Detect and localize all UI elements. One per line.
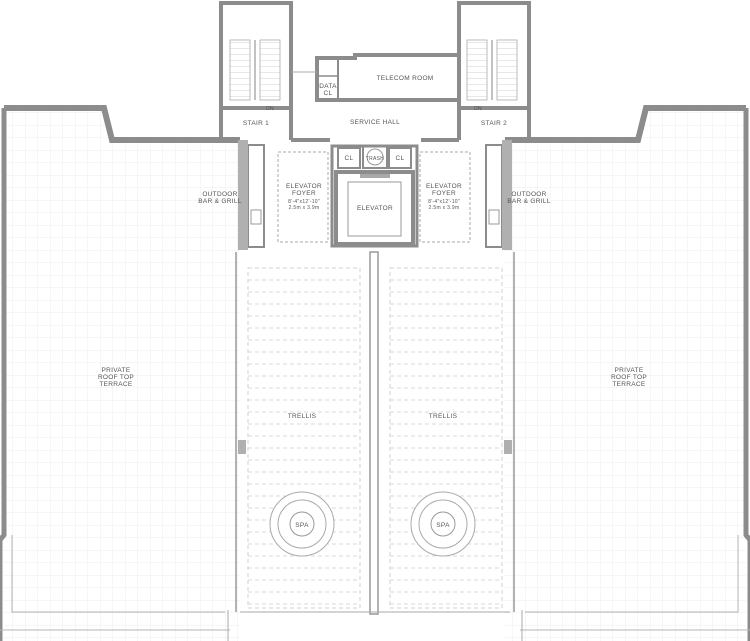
- label-dn-left: DN: [266, 106, 274, 112]
- central-divider: [235, 251, 515, 615]
- label-terrace-left-1: PRIVATE: [102, 367, 131, 374]
- label-terrace-left-2: ROOF TOP: [98, 374, 134, 381]
- terrace-left: [0, 105, 240, 641]
- label-stair-1: STAIR 1: [243, 120, 269, 127]
- label-bar-left-2: BAR & GRILL: [198, 198, 241, 205]
- outdoor-bar-left: [238, 140, 265, 250]
- label-foyer-left-dim-1: 8'-4"x12'-10": [288, 199, 320, 205]
- service-hall: [291, 71, 459, 142]
- label-bar-right-2: BAR & GRILL: [507, 198, 550, 205]
- outdoor-bar-right: [485, 140, 512, 250]
- elevator-foyer-left: [277, 151, 329, 243]
- label-trellis-left: TRELLIS: [288, 413, 317, 420]
- trellis-right: [389, 267, 503, 609]
- label-foyer-left-dim-2: 2.5m x 3.9m: [289, 205, 320, 211]
- label-stair-2: STAIR 2: [481, 120, 507, 127]
- label-data-cl-2: CL: [324, 90, 333, 97]
- spa-left: [269, 491, 335, 557]
- label-foyer-right-2: FOYER: [432, 190, 456, 197]
- label-trellis-right: TRELLIS: [429, 413, 458, 420]
- label-terrace-left-3: TERRACE: [99, 381, 133, 388]
- label-terrace-right-3: TERRACE: [612, 381, 646, 388]
- label-bar-right-1: OUTDOOR: [511, 191, 546, 198]
- elevator-core: [330, 144, 419, 248]
- label-foyer-left-2: FOYER: [292, 190, 316, 197]
- label-foyer-right-1: ELEVATOR: [426, 183, 462, 190]
- label-service-hall: SERVICE HALL: [350, 119, 400, 126]
- stair-1: [219, 1, 293, 140]
- label-telecom-room: TELECOM ROOM: [376, 75, 433, 82]
- label-terrace-right-1: PRIVATE: [615, 367, 644, 374]
- label-closet-left: CL: [345, 155, 354, 162]
- label-dn-right: DN: [474, 106, 482, 112]
- label-closet-right: CL: [396, 155, 405, 162]
- label-elevator: ELEVATOR: [357, 205, 393, 212]
- label-data-cl-1: DATA: [319, 83, 337, 90]
- bottom-parapet: [227, 610, 523, 641]
- label-spa-right: SPA: [436, 522, 450, 529]
- label-foyer-left-1: ELEVATOR: [286, 183, 322, 190]
- telecom-room: [315, 53, 461, 102]
- elevator-foyer-right: [419, 151, 471, 243]
- label-foyer-right-dim-2: 2.5m x 3.9m: [429, 205, 460, 211]
- label-terrace-right-2: ROOF TOP: [611, 374, 647, 381]
- terrace-right: [505, 105, 750, 641]
- stair-2: [457, 1, 531, 140]
- label-spa-left: SPA: [295, 522, 309, 529]
- label-trash: TRASH: [366, 156, 385, 162]
- trellis-left: [247, 267, 361, 609]
- label-bar-left-1: OUTDOOR: [202, 191, 237, 198]
- label-foyer-right-dim-1: 8'-4"x12'-10": [428, 199, 460, 205]
- spa-right: [410, 491, 476, 557]
